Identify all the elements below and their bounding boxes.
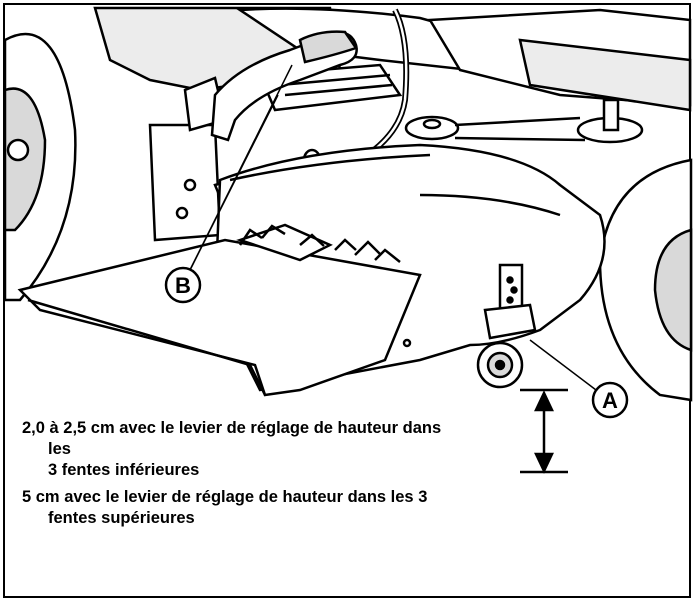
left-tire — [3, 32, 77, 302]
caption-upper-line2: fentes supérieures — [48, 509, 195, 527]
callout-b-label: B — [175, 273, 191, 298]
height-lever — [210, 8, 410, 163]
caption-upper-line1: 5 cm avec le levier de réglage de hauteu… — [22, 488, 428, 506]
caption: 2,0 à 2,5 cm avec le levier de réglage d… — [22, 418, 522, 535]
callout-a-label: A — [602, 388, 618, 413]
discharge-chute — [17, 223, 422, 397]
caption-lower-line1: 2,0 à 2,5 cm avec le levier de réglage d… — [22, 419, 442, 437]
height-dimension — [520, 388, 568, 474]
caption-lower-line2: les — [48, 440, 71, 458]
caption-upper-slots: 5 cm avec le levier de réglage de hauteu… — [22, 487, 522, 529]
right-tire — [598, 158, 693, 402]
caption-lower-slots: 2,0 à 2,5 cm avec le levier de réglage d… — [22, 418, 522, 481]
callout-a: A — [529, 339, 629, 419]
caption-lower-line3: 3 fentes inférieures — [48, 461, 200, 479]
callout-b: B — [164, 64, 293, 304]
gauge-wheel — [476, 263, 537, 389]
